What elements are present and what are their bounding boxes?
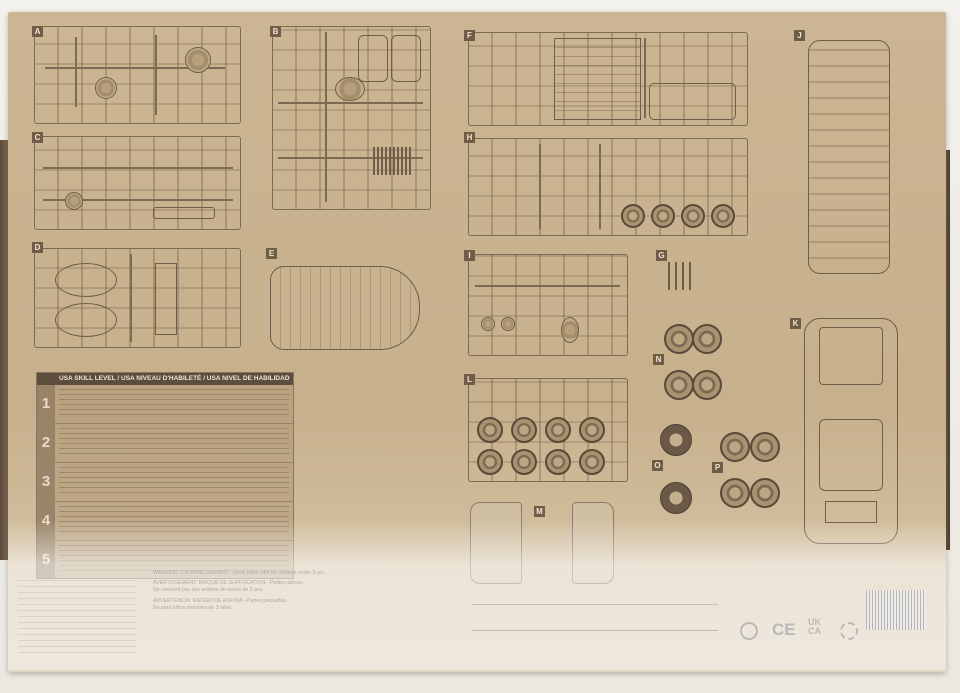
skill-row: 1 — [37, 385, 293, 424]
sprue-i — [468, 254, 628, 356]
sprue-letter-c: C — [32, 132, 43, 143]
sprue-b — [272, 26, 431, 210]
model-kit-box-back: A B F J C — [8, 12, 946, 672]
sprue-letter-o: O — [652, 460, 663, 471]
body-shell-k — [804, 318, 898, 544]
skill-level-header: USA SKILL LEVEL / USA NIVEAU D'HABILETÉ … — [37, 373, 293, 385]
sprue-letter-f: F — [464, 30, 475, 41]
mobius-recycle-icon — [840, 622, 858, 640]
wheel-p-1 — [720, 432, 750, 462]
warning-en: WARNING: CHOKING HAZARD - Small parts. N… — [153, 570, 326, 576]
sprue-letter-k: K — [790, 318, 801, 329]
skill-level-number: 5 — [37, 541, 55, 579]
warning-fr-sub: Ne convient pas aux enfants de moins de … — [153, 587, 264, 593]
ukca-bottom: CA — [808, 626, 821, 636]
sprue-letter-p: P — [712, 462, 723, 473]
skill-level-number: 3 — [37, 463, 55, 501]
sprue-letter-a: A — [32, 26, 43, 37]
sprue-letter-i: I — [464, 250, 475, 261]
sprue-letter-e: E — [266, 248, 277, 259]
signature-line-bottom — [472, 630, 718, 631]
sprue-c — [34, 136, 241, 230]
tire-o-2 — [660, 482, 692, 514]
warning-es: ADVERTENCIA: RIESGO DE ASFIXIA - Partes … — [153, 598, 288, 604]
wheel-n-1 — [664, 324, 694, 354]
sprue-d — [34, 248, 241, 348]
skill-row: 3 — [37, 463, 293, 502]
warning-fr: AVERTISSEMENT: RISQUE DE SUFFOCATION - P… — [153, 580, 304, 586]
box-right-edge — [942, 150, 950, 550]
skill-row: 4 — [37, 502, 293, 541]
wheel-n-2 — [692, 324, 722, 354]
signature-line-top — [472, 604, 718, 605]
skill-level-number: 2 — [37, 424, 55, 462]
clear-part-m-right — [572, 502, 614, 584]
sprue-h — [468, 138, 748, 236]
tire-o-1 — [660, 424, 692, 456]
skill-level-number: 1 — [37, 385, 55, 423]
part-group-g — [668, 262, 696, 290]
wheel-p-3 — [720, 478, 750, 508]
chassis-part-j — [808, 40, 890, 274]
sprue-f — [468, 32, 748, 126]
sprue-letter-h: H — [464, 132, 475, 143]
sprue-letter-j: J — [794, 30, 805, 41]
ce-mark: CE — [772, 620, 796, 639]
sprue-letter-l: L — [464, 374, 475, 385]
skill-level-number: 4 — [37, 502, 55, 540]
wheel-n-3 — [664, 370, 694, 400]
wheel-n-4 — [692, 370, 722, 400]
sprue-letter-d: D — [32, 242, 43, 253]
box-left-edge — [0, 140, 10, 560]
ukca-mark: UK CA — [808, 618, 821, 636]
warning-es-sub: No para niños menores de 3 años. — [153, 605, 233, 611]
sprue-l — [468, 378, 628, 482]
clear-part-m-left — [470, 502, 522, 584]
sprue-letter-n: N — [653, 354, 664, 365]
sprue-letter-b: B — [270, 26, 281, 37]
sprue-a — [34, 26, 241, 124]
fine-print-block — [18, 578, 136, 658]
wheel-p-4 — [750, 478, 780, 508]
sprue-letter-m: M — [534, 506, 545, 517]
skill-row: 2 — [37, 424, 293, 463]
sprue-letter-g: G — [656, 250, 667, 261]
skill-level-table: USA SKILL LEVEL / USA NIVEAU D'HABILETÉ … — [36, 372, 294, 579]
barcode-label — [866, 590, 926, 630]
wheel-p-2 — [750, 432, 780, 462]
recycle-icon — [740, 622, 758, 640]
body-part-e — [270, 266, 420, 350]
